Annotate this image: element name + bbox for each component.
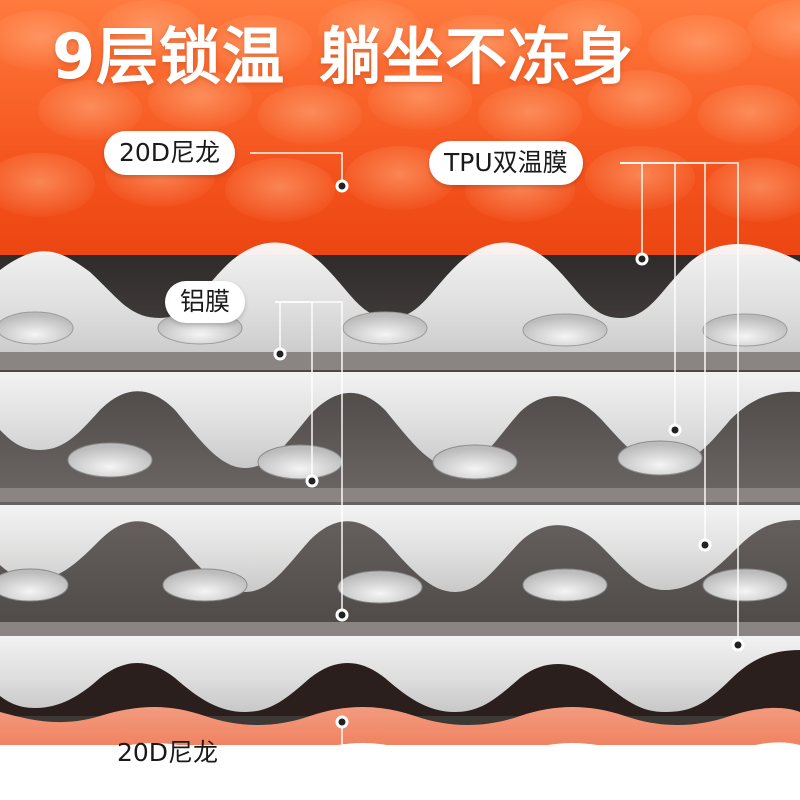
marker-dot xyxy=(273,347,287,361)
headline: 9层锁温躺坐不冻身 xyxy=(52,26,634,88)
marker-dot xyxy=(698,538,712,552)
marker-dot xyxy=(335,608,349,622)
label-nylon-top: 20D尼龙 xyxy=(104,131,236,175)
label-tpu-film: TPU双温膜 xyxy=(429,141,583,185)
marker-dot xyxy=(335,179,349,193)
label-aluminum-film: 铝膜 xyxy=(165,281,246,323)
headline-part2: 躺坐不冻身 xyxy=(319,20,635,93)
marker-dot xyxy=(335,715,349,729)
headline-part1: 9层锁温 xyxy=(52,20,286,93)
marker-dot xyxy=(731,638,745,652)
marker-dot xyxy=(668,423,682,437)
label-nylon-bottom: 20D尼龙 xyxy=(117,738,219,767)
marker-dot xyxy=(305,474,319,488)
marker-dot xyxy=(635,252,649,266)
